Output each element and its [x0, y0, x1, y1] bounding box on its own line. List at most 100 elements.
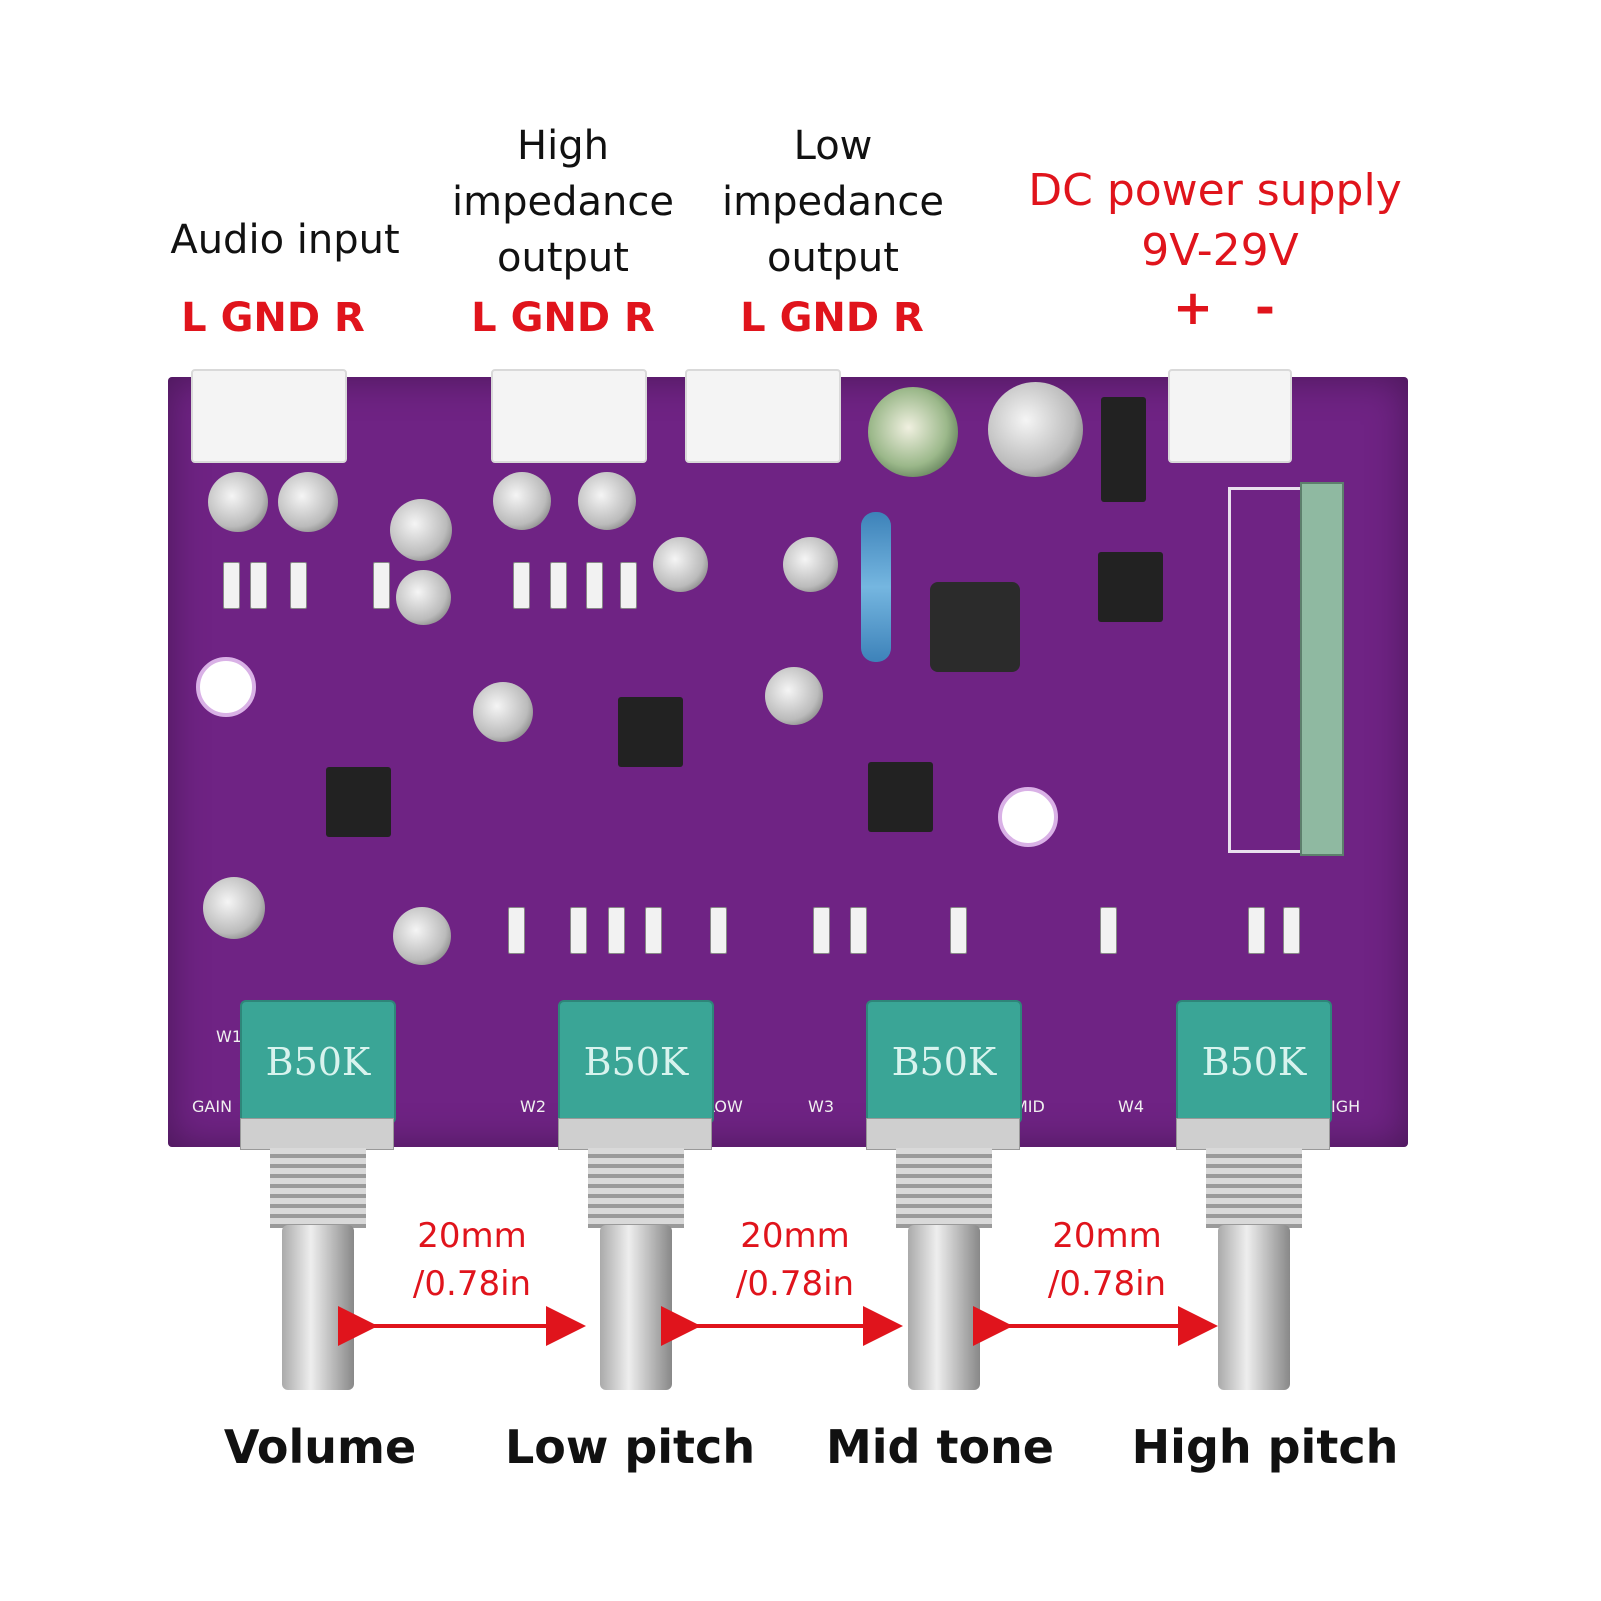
- high-impedance-label: High impedance output: [448, 118, 678, 286]
- low-impedance-line3: output: [767, 235, 899, 281]
- low-impedance-connector: [685, 369, 841, 463]
- mounting-hole-right: [998, 787, 1058, 847]
- high-impedance-line2: impedance: [452, 179, 674, 225]
- knob-label-high-pitch: High pitch: [1131, 1420, 1399, 1474]
- smd-resistor: [373, 562, 390, 609]
- chip-u4: [1098, 552, 1163, 622]
- low-impedance-label: Low impedance output: [718, 118, 948, 286]
- potentiometer-mid-tone[interactable]: B50K: [866, 1000, 1022, 1124]
- pot-thread-low-pitch: [588, 1148, 684, 1228]
- spacing-label-3: 20mm /0.78in: [1007, 1212, 1207, 1308]
- pot-label-mid-tone: B50K: [891, 1040, 997, 1084]
- pot-silk-w3: W3: [808, 1097, 834, 1116]
- pot-label-low-pitch: B50K: [583, 1040, 689, 1084]
- smd-resistor: [290, 562, 307, 609]
- knob-shaft-low-pitch[interactable]: [600, 1225, 672, 1390]
- smd-resistor: [1283, 907, 1300, 954]
- capacitor-c2: [278, 472, 338, 532]
- smd-resistor: [586, 562, 603, 609]
- chip-u2: [618, 697, 683, 767]
- minus-sign: -: [1255, 280, 1275, 336]
- knob-label-mid-tone: Mid tone: [825, 1420, 1055, 1474]
- smd-resistor: [223, 562, 240, 609]
- smd-resistor: [850, 907, 867, 954]
- low-impedance-line2: impedance: [722, 179, 944, 225]
- knob-label-low-pitch: Low pitch: [504, 1420, 756, 1474]
- spacing-label-1: 20mm /0.78in: [372, 1212, 572, 1308]
- smd-resistor: [570, 907, 587, 954]
- pot-silk-w2: W2: [520, 1097, 546, 1116]
- diode-d3: [1101, 397, 1146, 502]
- capacitor-c24: [783, 537, 838, 592]
- spacing-mm-1: 20mm: [417, 1216, 527, 1256]
- potentiometer-low-pitch[interactable]: B50K: [558, 1000, 714, 1124]
- chip-u1: [326, 767, 391, 837]
- audio-input-label: Audio input: [170, 217, 400, 263]
- smd-resistor: [710, 907, 727, 954]
- smd-resistor: [608, 907, 625, 954]
- capacitor-c31: [988, 382, 1083, 477]
- smd-resistor: [645, 907, 662, 954]
- capacitor-c1: [208, 472, 268, 532]
- smd-resistor: [813, 907, 830, 954]
- pot-silk-w4: W4: [1118, 1097, 1144, 1116]
- spacing-in-3: /0.78in: [1047, 1264, 1167, 1304]
- audio-input-connector: [191, 369, 347, 463]
- pot-body-volume: [240, 1118, 394, 1150]
- dc-power-connector: [1168, 369, 1292, 463]
- pot-thread-high-pitch: [1206, 1148, 1302, 1228]
- smd-resistor: [508, 907, 525, 954]
- capacitor-c3: [203, 877, 265, 939]
- pot-body-low-pitch: [558, 1118, 712, 1150]
- spacing-in-2: /0.78in: [735, 1264, 855, 1304]
- smd-resistor: [550, 562, 567, 609]
- pot-body-mid-tone: [866, 1118, 1020, 1150]
- resistor-r42: [861, 512, 891, 662]
- pot-silk-low: LOW: [706, 1097, 743, 1116]
- potentiometer-high-pitch[interactable]: B50K: [1176, 1000, 1332, 1124]
- capacitor-c12: [473, 682, 533, 742]
- dc-dc-module-board: [1300, 482, 1344, 856]
- smd-resistor: [950, 907, 967, 954]
- pot-label-volume: B50K: [265, 1040, 371, 1084]
- potentiometer-volume[interactable]: B50K: [240, 1000, 396, 1124]
- spacing-mm-3: 20mm: [1052, 1216, 1162, 1256]
- pot-silk-gain: GAIN: [192, 1097, 233, 1116]
- high-impedance-line1: High: [517, 123, 609, 169]
- inductor-l1: [930, 582, 1020, 672]
- spacing-label-2: 20mm /0.78in: [695, 1212, 895, 1308]
- chip-u3: [868, 762, 933, 832]
- knob-label-volume: Volume: [223, 1420, 417, 1474]
- pot-thread-mid-tone: [896, 1148, 992, 1228]
- capacitor-c36: [868, 387, 958, 477]
- capacitor-c29: [396, 570, 451, 625]
- spacing-mm-2: 20mm: [740, 1216, 850, 1256]
- dc-power-range: 9V-29V: [1141, 225, 1299, 276]
- capacitor-c25: [493, 472, 551, 530]
- knob-shaft-volume[interactable]: [282, 1225, 354, 1390]
- dc-power-title: DC power supply: [1028, 165, 1402, 216]
- high-impedance-line3: output: [497, 235, 629, 281]
- high-impedance-pins: L GND R: [471, 295, 655, 341]
- smd-resistor: [513, 562, 530, 609]
- plus-sign: +: [1172, 280, 1214, 336]
- pot-silk-high: IGH: [1331, 1097, 1361, 1116]
- spacing-in-1: /0.78in: [412, 1264, 532, 1304]
- smd-resistor: [1248, 907, 1265, 954]
- capacitor-c30: [390, 499, 452, 561]
- capacitor-c4: [393, 907, 451, 965]
- pot-silk-w1: W1: [216, 1027, 242, 1046]
- low-impedance-pins: L GND R: [740, 295, 924, 341]
- knob-shaft-mid-tone[interactable]: [908, 1225, 980, 1390]
- pot-body-high-pitch: [1176, 1118, 1330, 1150]
- pot-label-high-pitch: B50K: [1201, 1040, 1307, 1084]
- low-impedance-line1: Low: [793, 123, 873, 169]
- audio-input-pins: L GND R: [181, 295, 365, 341]
- mounting-hole-left: [196, 657, 256, 717]
- smd-resistor: [620, 562, 637, 609]
- smd-resistor: [1100, 907, 1117, 954]
- knob-shaft-high-pitch[interactable]: [1218, 1225, 1290, 1390]
- capacitor-c11: [765, 667, 823, 725]
- capacitor-c26: [578, 472, 636, 530]
- high-impedance-connector: [491, 369, 647, 463]
